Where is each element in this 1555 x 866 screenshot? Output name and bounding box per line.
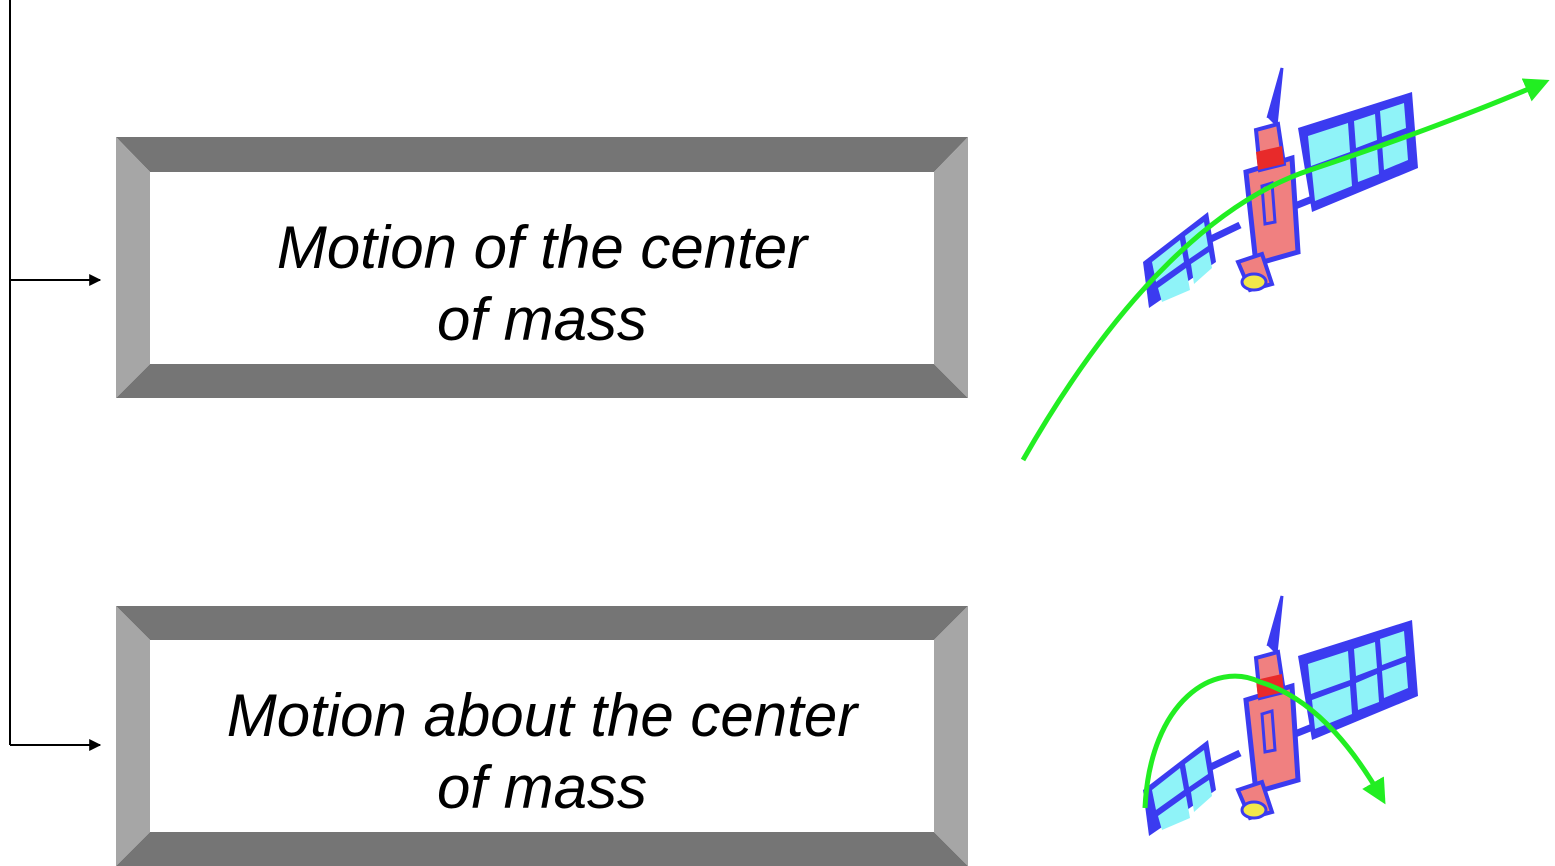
box-label-center-of-mass: Motion of the center of mass [150,212,934,356]
box-label-line: Motion of the center [276,214,808,281]
box-about-center-of-mass [116,606,968,866]
box-label-line: of mass [436,286,648,353]
connector-tree [9,0,102,751]
box-center-of-mass [116,137,968,398]
box-label-about-center-of-mass: Motion about the center of mass [150,680,934,824]
trajectory-translation [1020,78,1550,462]
box-label-line: of mass [436,754,648,821]
box-label-line: Motion about the center [226,682,858,749]
satellite-icon [1143,596,1418,836]
satellite-icon [1143,68,1418,308]
trajectory-rotation [1142,673,1386,809]
